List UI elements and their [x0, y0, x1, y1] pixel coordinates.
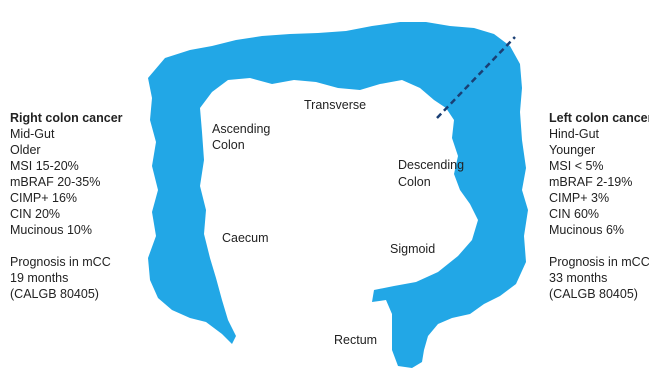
right-colon-panel: Right colon cancer Mid-Gut Older MSI 15-… — [10, 110, 123, 302]
left-colon-panel: Left colon cancer Hind-Gut Younger MSI <… — [549, 110, 649, 302]
right-colon-prognosis: (CALGB 80405) — [10, 286, 123, 302]
left-colon-line: Younger — [549, 142, 649, 158]
rectum-label: Rectum — [334, 332, 377, 348]
left-colon-prognosis: (CALGB 80405) — [549, 286, 649, 302]
spacer — [549, 238, 649, 254]
spacer — [10, 238, 123, 254]
left-colon-prognosis: 33 months — [549, 270, 649, 286]
right-colon-line: Mid-Gut — [10, 126, 123, 142]
descending-colon-label: Colon — [398, 174, 431, 190]
right-colon-line: CIN 20% — [10, 206, 123, 222]
left-colon-line: CIN 60% — [549, 206, 649, 222]
left-colon-line: CIMP+ 3% — [549, 190, 649, 206]
left-colon-line: Hind-Gut — [549, 126, 649, 142]
left-colon-line: Mucinous 6% — [549, 222, 649, 238]
left-colon-prognosis: Prognosis in mCC — [549, 254, 649, 270]
descending-label: Descending — [398, 157, 464, 173]
right-colon-prognosis: 19 months — [10, 270, 123, 286]
caecum-label: Caecum — [222, 230, 269, 246]
right-colon-line: CIMP+ 16% — [10, 190, 123, 206]
right-colon-prognosis: Prognosis in mCC — [10, 254, 123, 270]
left-colon-line: MSI < 5% — [549, 158, 649, 174]
transverse-label: Transverse — [304, 97, 366, 113]
right-colon-line: MSI 15-20% — [10, 158, 123, 174]
right-colon-line: mBRAF 20-35% — [10, 174, 123, 190]
sigmoid-label: Sigmoid — [390, 241, 435, 257]
ascending-colon-label: Colon — [212, 137, 245, 153]
colon-shape — [148, 22, 528, 368]
ascending-label: Ascending — [212, 121, 270, 137]
left-colon-title: Left colon cancer — [549, 110, 649, 126]
right-colon-title: Right colon cancer — [10, 110, 123, 126]
right-colon-line: Mucinous 10% — [10, 222, 123, 238]
right-colon-line: Older — [10, 142, 123, 158]
left-colon-line: mBRAF 2-19% — [549, 174, 649, 190]
